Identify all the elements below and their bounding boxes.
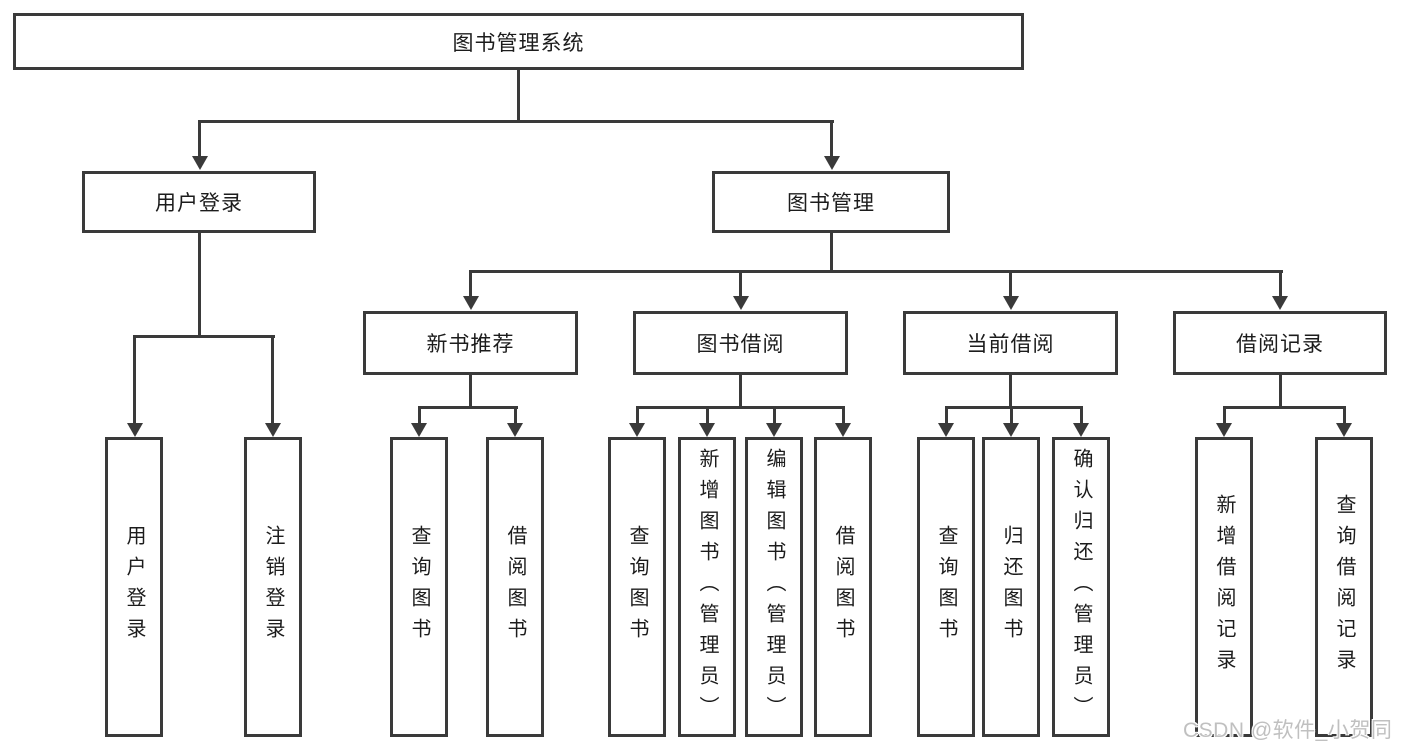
connector-groupB-drop3 bbox=[773, 409, 776, 424]
connector-drop-borrow-records bbox=[1279, 273, 1282, 297]
leaf-add-books-admin-label: 新增图书（管理员） bbox=[696, 447, 718, 727]
arrow-down-icon bbox=[1003, 423, 1019, 437]
leaf-add-borrow-record-label: 新增借阅记录 bbox=[1213, 494, 1235, 680]
connector-drop-book-borrow bbox=[739, 273, 742, 297]
connector-drop-user-login bbox=[198, 123, 201, 158]
leaf-confirm-return-admin: 确认归还（管理员） bbox=[1052, 437, 1110, 737]
arrow-down-icon bbox=[766, 423, 782, 437]
connector-drop-book-management bbox=[830, 123, 833, 158]
leaf-user-login: 用户登录 bbox=[105, 437, 163, 737]
leaf-logout: 注销登录 bbox=[244, 437, 302, 737]
node-root-label: 图书管理系统 bbox=[452, 31, 585, 55]
node-new-book-recommend: 新书推荐 bbox=[363, 311, 578, 375]
node-book-borrow-label: 图书借阅 bbox=[696, 333, 785, 356]
leaf-borrow-books-recommend-label: 借阅图书 bbox=[504, 525, 526, 649]
arrow-down-icon bbox=[265, 423, 281, 437]
leaf-user-login-label: 用户登录 bbox=[123, 525, 145, 649]
leaf-add-books-admin: 新增图书（管理员） bbox=[678, 437, 736, 737]
leaf-query-borrow-record-label: 查询借阅记录 bbox=[1333, 494, 1355, 680]
leaf-logout-label: 注销登录 bbox=[262, 525, 284, 649]
leaf-add-borrow-record: 新增借阅记录 bbox=[1195, 437, 1253, 737]
connector-groupB-stem bbox=[739, 375, 742, 409]
connector-level2-hline bbox=[469, 270, 1283, 273]
connector-drop-new-book bbox=[469, 273, 472, 297]
connector-groupA-drop2 bbox=[514, 409, 517, 424]
connector-groupA-drop1 bbox=[418, 409, 421, 424]
leaf-query-borrow-record: 查询借阅记录 bbox=[1315, 437, 1373, 737]
connector-groupB-hline bbox=[636, 406, 845, 409]
connector-level1-hline bbox=[198, 120, 834, 123]
arrow-down-icon bbox=[824, 156, 840, 170]
arrow-down-icon bbox=[1216, 423, 1232, 437]
node-user-login: 用户登录 bbox=[82, 171, 316, 233]
arrow-down-icon bbox=[1336, 423, 1352, 437]
connector-groupC-drop3 bbox=[1080, 409, 1083, 424]
leaf-query-books-borrow: 查询图书 bbox=[608, 437, 666, 737]
arrow-down-icon bbox=[938, 423, 954, 437]
connector-groupC-drop2 bbox=[1010, 409, 1013, 424]
leaf-query-books-current: 查询图书 bbox=[917, 437, 975, 737]
connector-groupB-drop4 bbox=[842, 409, 845, 424]
arrow-down-icon bbox=[699, 423, 715, 437]
leaf-query-books-current-label: 查询图书 bbox=[935, 525, 957, 649]
connector-book-stem bbox=[830, 233, 833, 273]
connector-groupB-drop2 bbox=[706, 409, 709, 424]
leaf-query-books-recommend: 查询图书 bbox=[390, 437, 448, 737]
node-current-borrow-label: 当前借阅 bbox=[966, 333, 1055, 356]
node-new-book-recommend-label: 新书推荐 bbox=[426, 333, 515, 356]
node-book-management: 图书管理 bbox=[712, 171, 950, 233]
node-book-management-label: 图书管理 bbox=[787, 192, 875, 215]
arrow-down-icon bbox=[1003, 296, 1019, 310]
arrow-down-icon bbox=[507, 423, 523, 437]
connector-root-stem bbox=[517, 70, 520, 123]
leaf-return-books-label: 归还图书 bbox=[1000, 525, 1022, 649]
leaf-confirm-return-admin-label: 确认归还（管理员） bbox=[1070, 447, 1092, 727]
node-borrow-records-label: 借阅记录 bbox=[1236, 333, 1324, 356]
arrow-down-icon bbox=[1073, 423, 1089, 437]
leaf-query-books-recommend-label: 查询图书 bbox=[408, 525, 430, 649]
connector-drop-leaf-logout bbox=[271, 338, 274, 424]
watermark: CSDN @软件_小贺同学 bbox=[1183, 719, 1393, 742]
connector-groupC-stem bbox=[1009, 375, 1012, 409]
arrow-down-icon bbox=[411, 423, 427, 437]
node-current-borrow: 当前借阅 bbox=[903, 311, 1118, 375]
leaf-edit-books-admin-label: 编辑图书（管理员） bbox=[763, 447, 785, 727]
connector-user-hline bbox=[133, 335, 275, 338]
connector-groupC-drop1 bbox=[945, 409, 948, 424]
connector-groupD-drop1 bbox=[1223, 409, 1226, 424]
connector-drop-current-borrow bbox=[1009, 273, 1012, 297]
leaf-borrow-books-recommend: 借阅图书 bbox=[486, 437, 544, 737]
node-borrow-records: 借阅记录 bbox=[1173, 311, 1387, 375]
node-root: 图书管理系统 bbox=[13, 13, 1024, 70]
connector-drop-leaf-login bbox=[133, 338, 136, 424]
node-book-borrow: 图书借阅 bbox=[633, 311, 848, 375]
arrow-down-icon bbox=[835, 423, 851, 437]
connector-user-stem bbox=[198, 233, 201, 338]
leaf-borrow-books-label: 借阅图书 bbox=[832, 525, 854, 649]
connector-groupB-drop1 bbox=[636, 409, 639, 424]
connector-groupD-hline bbox=[1223, 406, 1346, 409]
arrow-down-icon bbox=[629, 423, 645, 437]
arrow-down-icon bbox=[127, 423, 143, 437]
leaf-borrow-books: 借阅图书 bbox=[814, 437, 872, 737]
connector-groupA-stem bbox=[469, 375, 472, 409]
connector-groupC-hline bbox=[945, 406, 1083, 409]
connector-groupD-stem bbox=[1279, 375, 1282, 409]
connector-groupA-hline bbox=[418, 406, 518, 409]
arrow-down-icon bbox=[463, 296, 479, 310]
leaf-return-books: 归还图书 bbox=[982, 437, 1040, 737]
arrow-down-icon bbox=[1272, 296, 1288, 310]
connector-groupD-drop2 bbox=[1343, 409, 1346, 424]
arrow-down-icon bbox=[733, 296, 749, 310]
node-user-login-label: 用户登录 bbox=[155, 192, 243, 215]
leaf-query-books-borrow-label: 查询图书 bbox=[626, 525, 648, 649]
arrow-down-icon bbox=[192, 156, 208, 170]
leaf-edit-books-admin: 编辑图书（管理员） bbox=[745, 437, 803, 737]
